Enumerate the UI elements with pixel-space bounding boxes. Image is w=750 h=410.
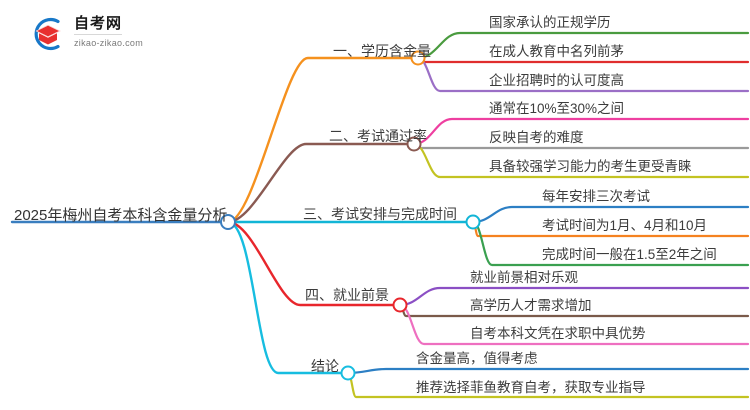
logo-title: 自考网 [74, 15, 123, 35]
logo-text: 自考网 zikao-zikao.com [74, 15, 204, 50]
leaf-label-5-2[interactable]: 推荐选择菲鱼教育自考，获取专业指导 [416, 380, 646, 395]
leaf-label-1-3[interactable]: 企业招聘时的认可度高 [489, 73, 624, 88]
branch-label-4[interactable]: 四、就业前景 [305, 287, 389, 303]
branch-node-circle-1[interactable] [410, 50, 426, 66]
root-node-label[interactable]: 2025年梅州自考本科含金量分析 [14, 207, 228, 224]
leaf-label-5-1[interactable]: 含金量高，值得考虑 [416, 351, 538, 366]
site-logo: 自考网 zikao-zikao.com [28, 12, 208, 56]
leaf-label-2-3[interactable]: 具备较强学习能力的考生更受青睐 [489, 159, 692, 174]
branch-node-circle-3[interactable] [465, 214, 481, 230]
branch-label-1[interactable]: 一、学历含金量 [333, 43, 431, 59]
branch-label-3[interactable]: 三、考试安排与完成时间 [303, 206, 457, 222]
branch-node-circle-5[interactable] [340, 365, 356, 381]
leaf-label-4-3[interactable]: 自考本科文凭在求职中具优势 [470, 326, 646, 341]
leaf-label-3-2[interactable]: 考试时间为1月、4月和10月 [542, 218, 708, 233]
leaf-label-1-1[interactable]: 国家承认的正规学历 [489, 15, 611, 30]
leaf-label-2-2[interactable]: 反映自考的难度 [489, 130, 584, 145]
root-node-circle[interactable] [220, 214, 236, 230]
branch-label-5[interactable]: 结论 [311, 358, 339, 374]
logo-domain: zikao-zikao.com [74, 38, 144, 48]
leaf-label-2-1[interactable]: 通常在10%至30%之间 [489, 101, 625, 116]
branch-label-2[interactable]: 二、考试通过率 [329, 128, 427, 144]
graduation-cap-in-circle-logo-icon [28, 14, 68, 54]
leaf-label-1-2[interactable]: 在成人教育中名列前茅 [489, 44, 624, 59]
branch-node-circle-2[interactable] [406, 136, 422, 152]
leaf-label-3-1[interactable]: 每年安排三次考试 [542, 189, 650, 204]
leaf-label-3-3[interactable]: 完成时间一般在1.5至2年之间 [542, 247, 717, 262]
leaf-label-4-2[interactable]: 高学历人才需求增加 [470, 298, 592, 313]
branch-node-circle-4[interactable] [392, 297, 408, 313]
leaf-label-4-1[interactable]: 就业前景相对乐观 [470, 270, 578, 285]
